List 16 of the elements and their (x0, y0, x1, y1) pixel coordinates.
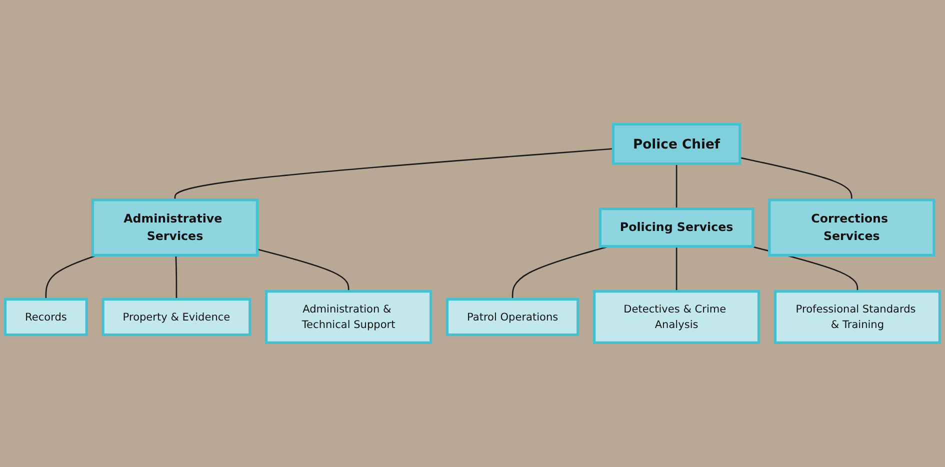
node-box: Records (4, 298, 88, 336)
node-box: Detectives & Crime Analysis (593, 290, 760, 344)
connector (676, 246, 678, 292)
connector (257, 248, 350, 292)
node-box: Corrections Services (768, 198, 936, 257)
connector (175, 255, 178, 300)
node-box: Professional Standards & Training (774, 290, 942, 344)
node-box: Policing Services (598, 208, 754, 248)
node-box: Administrative Services (91, 198, 259, 257)
node-box: Administration & Technical Support (265, 290, 432, 344)
node-box: Patrol Operations (446, 298, 580, 336)
connector (174, 148, 614, 200)
node-box: Property & Evidence (102, 298, 252, 336)
connector (740, 157, 852, 200)
node-box: Police Chief (612, 122, 742, 166)
connector (676, 164, 678, 209)
